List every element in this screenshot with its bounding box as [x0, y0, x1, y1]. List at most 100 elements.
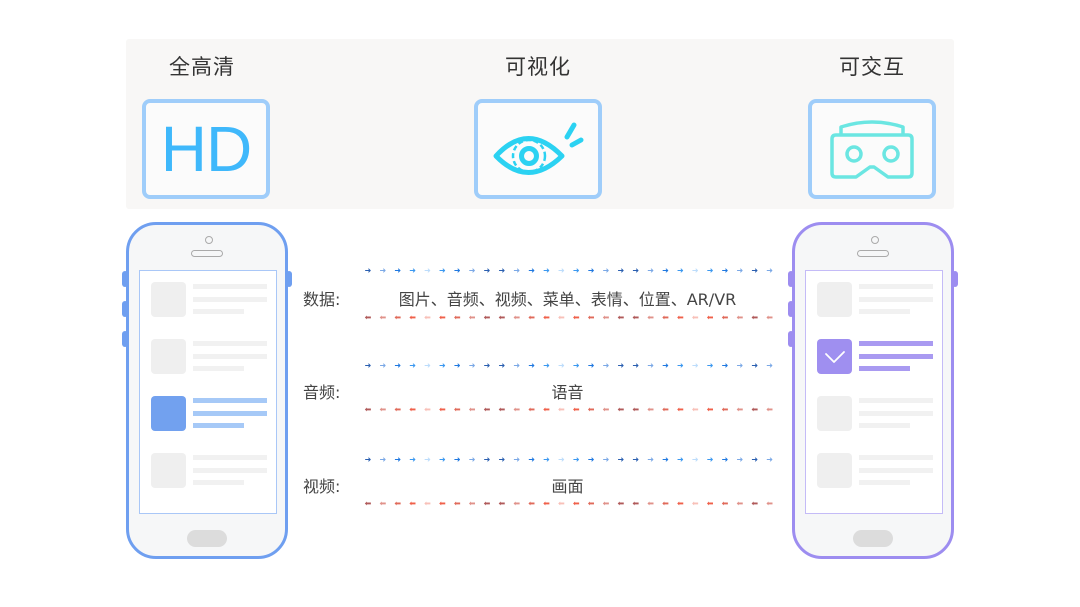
- arrow-right-icon: ➜: [409, 455, 416, 464]
- home-button: [187, 530, 227, 547]
- arrow-left-icon: ⬅: [379, 313, 387, 322]
- arrow-left-icon: ⬅: [706, 499, 714, 508]
- arrow-right-icon: ➜: [691, 266, 699, 275]
- text-line: [859, 366, 910, 371]
- arrow-left-icon: ⬅: [736, 405, 744, 414]
- arrow-right-icon: ➜: [647, 361, 654, 370]
- arrow-right-icon: ➜: [677, 361, 684, 370]
- arrow-left-icon: ⬅: [736, 313, 744, 322]
- arrow-left-icon: ⬅: [453, 313, 461, 322]
- flow-audio: ➜➜➜➜➜➜➜➜➜➜➜➜➜➜➜➜➜➜➜➜➜➜➜➜➜➜➜➜ 音频: 语音 ⬅⬅⬅⬅…: [300, 361, 780, 421]
- list-item: [151, 282, 271, 317]
- arrow-right-icon: ➜: [439, 361, 446, 370]
- arrow-right-icon: ➜: [468, 361, 476, 370]
- arrow-left-icon: ⬅: [364, 405, 372, 414]
- arrow-left-icon: ⬅: [632, 405, 640, 414]
- text-line: [859, 297, 933, 302]
- arrow-right-icon: ➜: [379, 455, 387, 464]
- arrow-right-icon: ➜: [736, 266, 744, 275]
- arrow-right-icon: ➜: [677, 266, 684, 275]
- arrow-left-icon: ⬅: [558, 499, 565, 508]
- arrow-left-icon: ⬅: [379, 405, 387, 414]
- flow-content: 语音: [551, 383, 584, 402]
- speaker-grille: [191, 250, 223, 257]
- arrow-right-icon: ➜: [587, 455, 595, 464]
- flow-content: 图片、音频、视频、菜单、表情、位置、AR/VR: [398, 290, 737, 309]
- arrow-left-icon: ⬅: [736, 499, 744, 508]
- arrow-right-icon: ➜: [647, 455, 654, 464]
- thumbnail: [151, 282, 186, 317]
- arrow-right-icon: ➜: [558, 266, 565, 275]
- arrow-right-icon: ➜: [394, 361, 402, 370]
- arrow-row-left: ⬅⬅⬅⬅⬅⬅⬅⬅⬅⬅⬅⬅⬅⬅⬅⬅⬅⬅⬅⬅⬅⬅⬅⬅⬅⬅⬅⬅: [364, 500, 774, 508]
- home-button: [853, 530, 893, 547]
- arrow-left-icon: ⬅: [721, 313, 729, 322]
- text-line: [193, 354, 267, 359]
- volume-up-button: [788, 301, 794, 317]
- arrow-left-icon: ⬅: [439, 405, 446, 414]
- arrow-left-icon: ⬅: [513, 313, 521, 322]
- arrow-right-icon: ➜: [528, 361, 535, 370]
- text-line: [193, 423, 244, 428]
- text-line: [193, 366, 244, 371]
- arrow-right-icon: ➜: [587, 266, 595, 275]
- sender-phone: [122, 222, 292, 559]
- arrow-right-icon: ➜: [736, 455, 744, 464]
- arrow-left-icon: ⬅: [424, 313, 431, 322]
- arrow-right-icon: ➜: [691, 361, 699, 370]
- arrow-left-icon: ⬅: [691, 499, 699, 508]
- arrow-left-icon: ⬅: [766, 499, 773, 508]
- arrow-left-icon: ⬅: [498, 499, 506, 508]
- feature-title: 可视化: [505, 55, 571, 79]
- arrow-left-icon: ⬅: [572, 313, 580, 322]
- arrow-left-icon: ⬅: [572, 499, 580, 508]
- arrow-left-icon: ⬅: [677, 499, 684, 508]
- arrow-right-icon: ➜: [617, 455, 625, 464]
- eye-icon-box: [474, 99, 602, 199]
- arrow-left-icon: ⬅: [691, 313, 699, 322]
- text-line: [193, 284, 267, 289]
- text-line: [193, 398, 267, 403]
- volume-down-button: [788, 331, 794, 347]
- arrow-right-icon: ➜: [453, 266, 461, 275]
- arrow-left-icon: ⬅: [662, 499, 669, 508]
- arrow-right-icon: ➜: [602, 266, 610, 275]
- volume-down-button: [122, 331, 128, 347]
- arrow-left-icon: ⬅: [483, 499, 491, 508]
- arrow-right-icon: ➜: [617, 361, 625, 370]
- text-line: [193, 297, 267, 302]
- arrow-left-icon: ⬅: [558, 405, 565, 414]
- hd-icon-text: HD: [160, 113, 252, 185]
- text-line: [859, 423, 910, 428]
- arrow-left-icon: ⬅: [602, 499, 610, 508]
- arrow-left-icon: ⬅: [766, 405, 773, 414]
- arrow-right-icon: ➜: [766, 361, 773, 370]
- arrow-right-icon: ➜: [706, 266, 714, 275]
- arrow-left-icon: ⬅: [409, 405, 416, 414]
- arrow-left-icon: ⬅: [751, 313, 759, 322]
- arrow-right-icon: ➜: [439, 266, 446, 275]
- arrow-right-icon: ➜: [439, 455, 446, 464]
- arrow-right-icon: ➜: [766, 266, 773, 275]
- arrow-left-icon: ⬅: [468, 499, 476, 508]
- arrow-left-icon: ⬅: [766, 313, 773, 322]
- thumbnail: [817, 282, 852, 317]
- text-line: [859, 309, 910, 314]
- list-item: [817, 396, 937, 431]
- arrow-left-icon: ⬅: [498, 405, 506, 414]
- flow-data: ➜➜➜➜➜➜➜➜➜➜➜➜➜➜➜➜➜➜➜➜➜➜➜➜➜➜➜➜ 数据: 图片、音频、视…: [300, 266, 780, 326]
- volume-up-button: [122, 301, 128, 317]
- arrow-right-icon: ➜: [453, 361, 461, 370]
- arrow-right-icon: ➜: [468, 266, 476, 275]
- arrow-left-icon: ⬅: [394, 313, 402, 322]
- speaker-grille: [857, 250, 889, 257]
- arrow-left-icon: ⬅: [691, 405, 699, 414]
- text-line: [859, 411, 933, 416]
- arrow-right-icon: ➜: [364, 266, 372, 275]
- thumbnail: [151, 339, 186, 374]
- arrow-right-icon: ➜: [587, 361, 595, 370]
- arrow-right-icon: ➜: [691, 455, 699, 464]
- thumbnail: [817, 396, 852, 431]
- arrow-left-icon: ⬅: [543, 313, 550, 322]
- mute-switch: [122, 271, 128, 287]
